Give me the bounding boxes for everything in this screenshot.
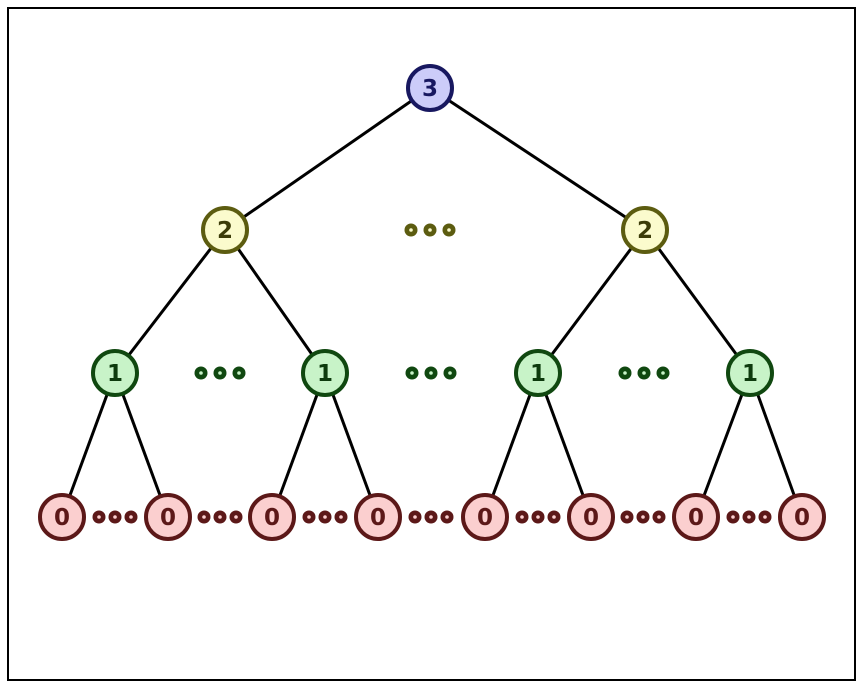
tree-node-0: 0 <box>248 493 296 541</box>
node-circle <box>461 493 509 541</box>
node-circle <box>726 349 774 397</box>
tree-edge <box>323 372 380 518</box>
ellipsis-dots-icon <box>408 510 454 524</box>
tree-edge <box>536 372 593 518</box>
node-circle <box>621 206 669 254</box>
tree-edge <box>270 372 327 518</box>
diagram-frame <box>7 7 856 681</box>
node-circle <box>567 493 615 541</box>
node-circle <box>672 493 720 541</box>
tree-node-0: 0 <box>461 493 509 541</box>
tree-ellipsis-markers <box>92 223 772 524</box>
ellipsis-dots-icon <box>197 510 243 524</box>
node-circle <box>354 493 402 541</box>
tree-edge <box>536 229 647 374</box>
node-circle <box>248 493 296 541</box>
tree-edge <box>113 372 170 518</box>
tree-node-0: 0 <box>672 493 720 541</box>
tree-node-1: 1 <box>91 349 139 397</box>
node-circle <box>778 493 826 541</box>
node-circle <box>91 349 139 397</box>
tree-node-2: 2 <box>201 206 249 254</box>
ellipsis-dots-icon <box>726 510 772 524</box>
tree-node-1: 1 <box>301 349 349 397</box>
tree-node-0: 0 <box>144 493 192 541</box>
node-circle <box>406 64 454 112</box>
tree-edge <box>694 372 752 518</box>
tree-edge <box>748 372 804 518</box>
tree-node-1: 1 <box>514 349 562 397</box>
tree-node-1: 1 <box>726 349 774 397</box>
tree-node-0: 0 <box>778 493 826 541</box>
tree-node-0: 0 <box>567 493 615 541</box>
ellipsis-dots-icon <box>92 510 138 524</box>
node-circle <box>301 349 349 397</box>
ellipsis-dots-icon <box>618 366 670 380</box>
tree-edge <box>113 229 227 374</box>
tree-edge <box>643 229 752 374</box>
tree-node-2: 2 <box>621 206 669 254</box>
tree-node-0: 0 <box>38 493 86 541</box>
tree-edge <box>223 229 327 374</box>
tree-edges <box>60 86 804 518</box>
tree-node-0: 0 <box>354 493 402 541</box>
ellipsis-dots-icon <box>194 366 246 380</box>
node-circle <box>38 493 86 541</box>
node-circle <box>201 206 249 254</box>
tree-nodes: 3 2 2 1 1 1 1 0 0 0 0 0 0 0 0 <box>38 64 826 541</box>
node-circle <box>144 493 192 541</box>
ellipsis-dots-icon <box>620 510 666 524</box>
node-circle <box>514 349 562 397</box>
ellipsis-dots-icon <box>515 510 561 524</box>
tree-edge <box>60 372 117 518</box>
ellipsis-dots-icon <box>405 366 457 380</box>
tree-edge <box>429 86 646 232</box>
ellipsis-dots-icon <box>302 510 348 524</box>
tree-edge <box>224 86 431 232</box>
tree-edge <box>483 372 540 518</box>
ellipsis-dots-icon <box>404 223 456 237</box>
tree-node-3: 3 <box>406 64 454 112</box>
